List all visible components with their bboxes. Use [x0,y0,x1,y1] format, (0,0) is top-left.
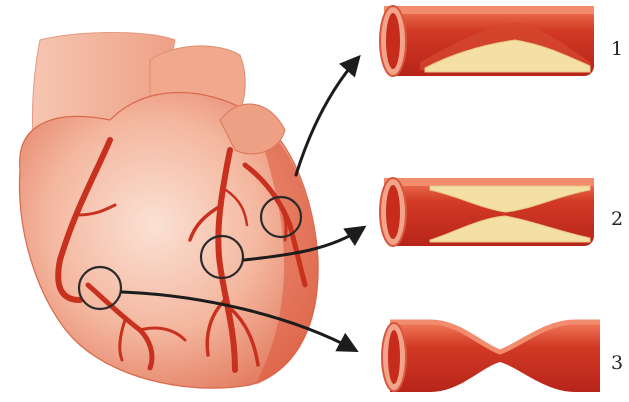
constricted-vessel [390,322,600,392]
label-1: 1 [611,40,623,59]
artery-cross-section-3 [382,322,600,392]
label-2: 2 [611,210,623,229]
artery-cross-section-2 [380,178,594,246]
arrow-to-vessel-1 [296,58,358,175]
heart-illustration [19,33,318,389]
artery-cross-section-1 [380,6,594,76]
label-3: 3 [611,354,623,373]
